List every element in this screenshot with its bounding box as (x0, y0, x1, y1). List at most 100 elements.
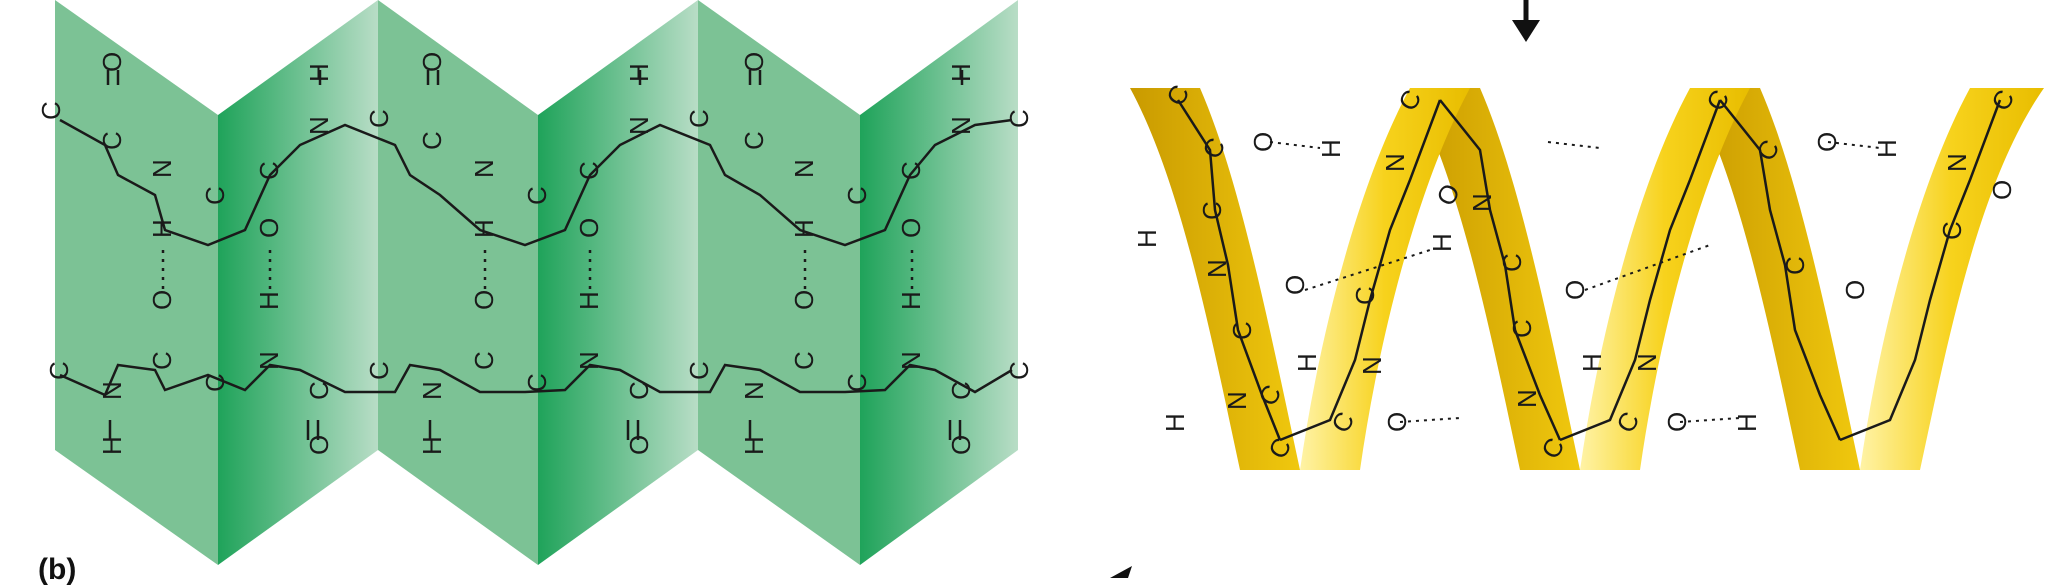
atom-label: N (1380, 153, 1410, 172)
helix-ribbon-back (1690, 88, 1860, 470)
atom-label: O (1987, 180, 2017, 200)
atom-label: N (147, 159, 177, 178)
atom-label: N (946, 116, 976, 135)
atom-label: N (789, 159, 819, 178)
atom-label: O (1280, 275, 1310, 295)
atom-label: O (97, 52, 127, 72)
atom-label: O (1812, 132, 1842, 152)
atom-label: H (147, 219, 177, 238)
helix-ribbon-front (1580, 88, 1750, 470)
atom-label: H (1316, 139, 1346, 158)
atom-label: O (789, 290, 819, 310)
atom-label: C (1004, 109, 1034, 128)
atom-label: H (946, 63, 976, 82)
atom-label: H (469, 219, 499, 238)
atom-label: C (1197, 201, 1227, 220)
atom-label: H (1427, 233, 1457, 252)
helix-ribbon-front (1860, 88, 2044, 470)
atom-label: H (254, 291, 284, 310)
atom-label: O (304, 435, 334, 455)
atom-label: C (624, 381, 654, 400)
atom-label: O (1382, 412, 1412, 432)
atom-label: N (1202, 259, 1232, 278)
atom-label: H (1132, 229, 1162, 248)
atom-label: N (1222, 391, 1252, 410)
atom-label: C (946, 381, 976, 400)
sheet-panel (860, 0, 1018, 565)
atom-label: C (1227, 321, 1257, 340)
atom-label: O (624, 435, 654, 455)
atom-label: C (684, 361, 714, 380)
atom-label: C (896, 161, 926, 180)
atom-label: N (417, 381, 447, 400)
atom-label: H (304, 63, 334, 82)
atom-label: C (1937, 221, 1967, 240)
atom-label: O (1248, 132, 1278, 152)
atom-label: N (254, 351, 284, 370)
alpha-helix: C C O H N C C O H N C C O H N C H N C C … (1110, 0, 2044, 578)
atom-label: C (97, 131, 127, 150)
atom-label: C (1004, 361, 1034, 380)
atom-label: C (1507, 319, 1537, 338)
atom-label: C (842, 186, 872, 205)
helix-ribbon-front (1300, 88, 1470, 470)
atom-label: C (44, 361, 74, 380)
atom-label: O (739, 52, 769, 72)
atom-label: N (739, 381, 769, 400)
atom-label: C (522, 373, 552, 392)
helix-hydrogen-bonds (1269, 141, 1881, 423)
atom-label: C (200, 186, 230, 205)
atom-label: N (1632, 353, 1662, 372)
atom-label: C (1350, 286, 1380, 305)
sheet-panel (698, 0, 860, 565)
atom-label: H (1160, 413, 1190, 432)
atom-label: N (1512, 389, 1542, 408)
atom-label: O (896, 218, 926, 238)
atom-label: H (1577, 353, 1607, 372)
atom-label: H (574, 291, 604, 310)
atom-label: H (624, 63, 654, 82)
atom-label: C (364, 109, 394, 128)
atom-label: N (624, 116, 654, 135)
atom-label: H (1292, 353, 1322, 372)
sheet-panel (378, 0, 538, 565)
atom-label: O (417, 52, 447, 72)
atom-label: H (789, 219, 819, 238)
panel-label: (b) (38, 553, 77, 586)
atom-label: H (896, 291, 926, 310)
atom-label: O (469, 290, 499, 310)
atom-label: N (1467, 193, 1497, 212)
atom-label: N (896, 351, 926, 370)
atom-label: H (417, 436, 447, 455)
atom-label: N (574, 351, 604, 370)
helix-ribbon-back (1410, 88, 1580, 470)
atom-label: C (36, 101, 66, 120)
atom-label: C (147, 351, 177, 370)
arrow-down-icon (1512, 0, 1540, 42)
hydrogen-bonds (161, 250, 914, 290)
atom-label: C (469, 351, 499, 370)
atom-label: C (739, 131, 769, 150)
arrow-fragment-icon (1110, 566, 1132, 578)
atom-label: C (522, 186, 552, 205)
atom-label: C (842, 373, 872, 392)
atom-label: C (304, 381, 334, 400)
atom-label: C (684, 109, 714, 128)
atom-label: O (574, 218, 604, 238)
atom-label: C (254, 161, 284, 180)
pleated-sheet: C C O N H C C O N H C C O N H C C O N H … (36, 0, 1034, 565)
atom-label: C (364, 361, 394, 380)
helix-backbone (1176, 99, 2002, 442)
atom-label: O (946, 435, 976, 455)
atom-label: N (1357, 356, 1387, 375)
atom-label: N (469, 159, 499, 178)
atom-label: H (739, 436, 769, 455)
atom-label: O (1662, 412, 1692, 432)
atom-label: N (304, 116, 334, 135)
atom-label: H (1732, 413, 1762, 432)
strand-bonds (59, 70, 1013, 440)
sheet-panel (55, 0, 218, 565)
strand-lower-atoms: C N H C O C N H C O C N H C O C N H C O … (44, 290, 1034, 455)
atom-label: H (1872, 139, 1902, 158)
